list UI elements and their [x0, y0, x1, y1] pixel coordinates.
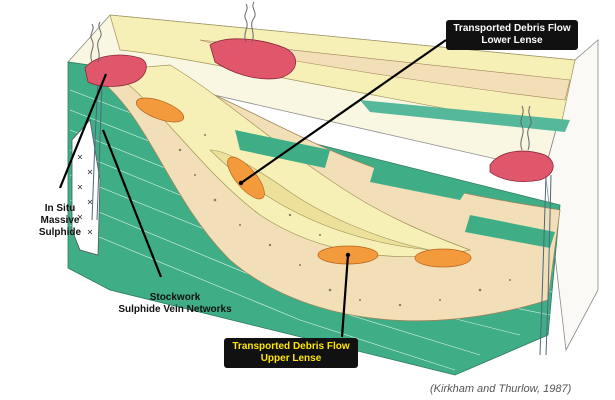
label-stockwork-line2: Sulphide Vein Networks [118, 304, 232, 315]
label-upper-lens: Transported Debris Flow Upper Lense [224, 338, 358, 368]
cross-marks [77, 154, 93, 235]
label-upper-lens-line2: Upper Lense [260, 353, 322, 364]
smoke-plume-icon [520, 105, 532, 151]
massive-sulphide-top [209, 38, 297, 80]
label-stockwork: Stockwork Sulphide Vein Networks [100, 292, 250, 316]
green-interbed-2 [370, 165, 470, 200]
green-interbed-1 [235, 130, 330, 168]
leader-lines [58, 39, 447, 338]
green-interbed-3 [465, 215, 555, 248]
debris-clasts [178, 134, 511, 307]
label-stockwork-line1: Stockwork [149, 292, 201, 303]
debris-lens-right [414, 248, 472, 268]
massive-sulphide-left [84, 54, 147, 87]
massive-sulphide-right [489, 150, 554, 182]
label-lower-lens-line2: Lower Lense [481, 35, 543, 46]
smoke-plume-icon [90, 21, 102, 63]
footwall-crosses [71, 119, 101, 256]
label-in-situ: In Situ Massive Sulphide [20, 203, 100, 239]
label-lower-lens: Transported Debris Flow Lower Lense [446, 20, 578, 50]
label-in-situ-line1: In Situ [44, 203, 76, 214]
debris-lens-top [135, 97, 185, 123]
citation: (Kirkham and Thurlow, 1987) [430, 383, 572, 395]
yellow-channel [109, 64, 472, 257]
debris-lens-lower [227, 156, 265, 200]
green-interbed-4 [360, 100, 570, 132]
feeder-pipes [91, 79, 552, 356]
leader-dot-lower [238, 180, 244, 186]
leader-dot-upper [345, 252, 351, 258]
smoke-plume-icon [244, 1, 256, 43]
label-in-situ-line2: Massive Sulphide [38, 215, 82, 238]
label-upper-lens-line1: Transported Debris Flow [232, 341, 350, 352]
label-lower-lens-line1: Transported Debris Flow [453, 23, 571, 34]
